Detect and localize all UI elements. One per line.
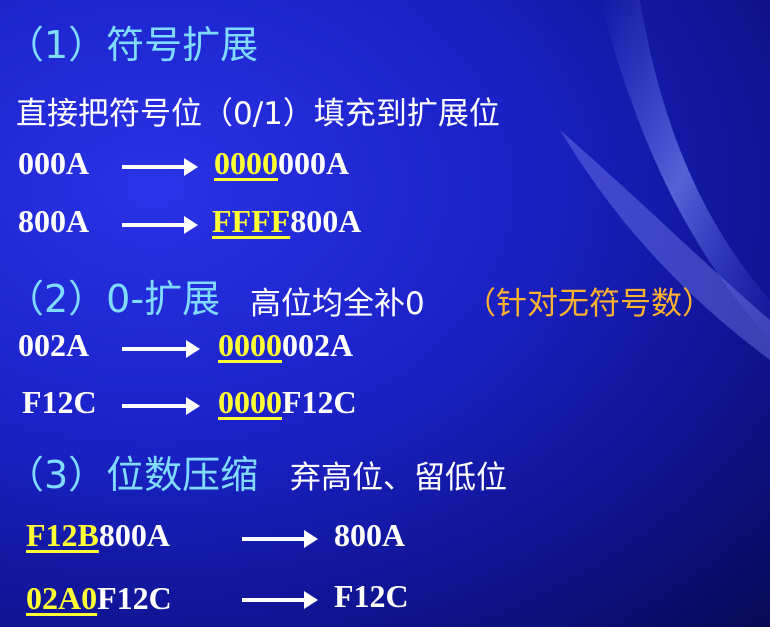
- section2-description: 高位均全补0: [250, 286, 425, 322]
- extended-bits: 0000: [218, 327, 282, 363]
- arrow-icon: [122, 397, 200, 415]
- section1-heading: （1）符号扩展: [6, 23, 259, 67]
- arrow-icon: [122, 340, 200, 358]
- original-bits: 002A: [282, 327, 354, 363]
- arrow-icon: [242, 591, 318, 609]
- s3-ex2-result: F12C: [334, 578, 409, 614]
- s2-ex1-source: 002A: [18, 327, 90, 363]
- kept-bits: 800A: [98, 517, 170, 553]
- s3-ex2-source: 02A0F12C: [26, 580, 172, 617]
- s1-ex2-source: 800A: [18, 203, 90, 239]
- original-bits: 800A: [290, 203, 362, 239]
- discarded-bits: F12B: [26, 517, 99, 553]
- extended-bits: 0000: [214, 145, 278, 181]
- section1-description: 直接把符号位（0/1）填充到扩展位: [16, 96, 500, 132]
- section2-note: （针对无符号数）: [465, 286, 713, 322]
- arrow-icon: [122, 158, 198, 176]
- s1-ex2-result: FFFF800A: [212, 203, 361, 240]
- extended-bits: 0000: [218, 384, 282, 420]
- section3-description: 弃高位、留低位: [290, 460, 507, 496]
- kept-bits: F12C: [97, 580, 172, 616]
- s1-ex1-source: 000A: [18, 145, 90, 181]
- section2-heading: （2）0-扩展: [6, 277, 221, 321]
- s3-ex1-source: F12B800A: [26, 517, 170, 554]
- arrow-icon: [122, 216, 198, 234]
- arrow-icon: [242, 530, 318, 548]
- s2-ex2-source: F12C: [22, 384, 97, 420]
- original-bits: F12C: [282, 384, 357, 420]
- s1-ex1-result: 0000000A: [214, 145, 349, 182]
- original-bits: 000A: [278, 145, 350, 181]
- s3-ex1-result: 800A: [334, 517, 406, 553]
- s2-ex2-result: 0000F12C: [218, 384, 357, 421]
- extended-bits: FFFF: [212, 203, 291, 239]
- section3-heading: （3）位数压缩: [6, 453, 259, 497]
- discarded-bits: 02A0: [26, 580, 98, 616]
- s2-ex1-result: 0000002A: [218, 327, 353, 364]
